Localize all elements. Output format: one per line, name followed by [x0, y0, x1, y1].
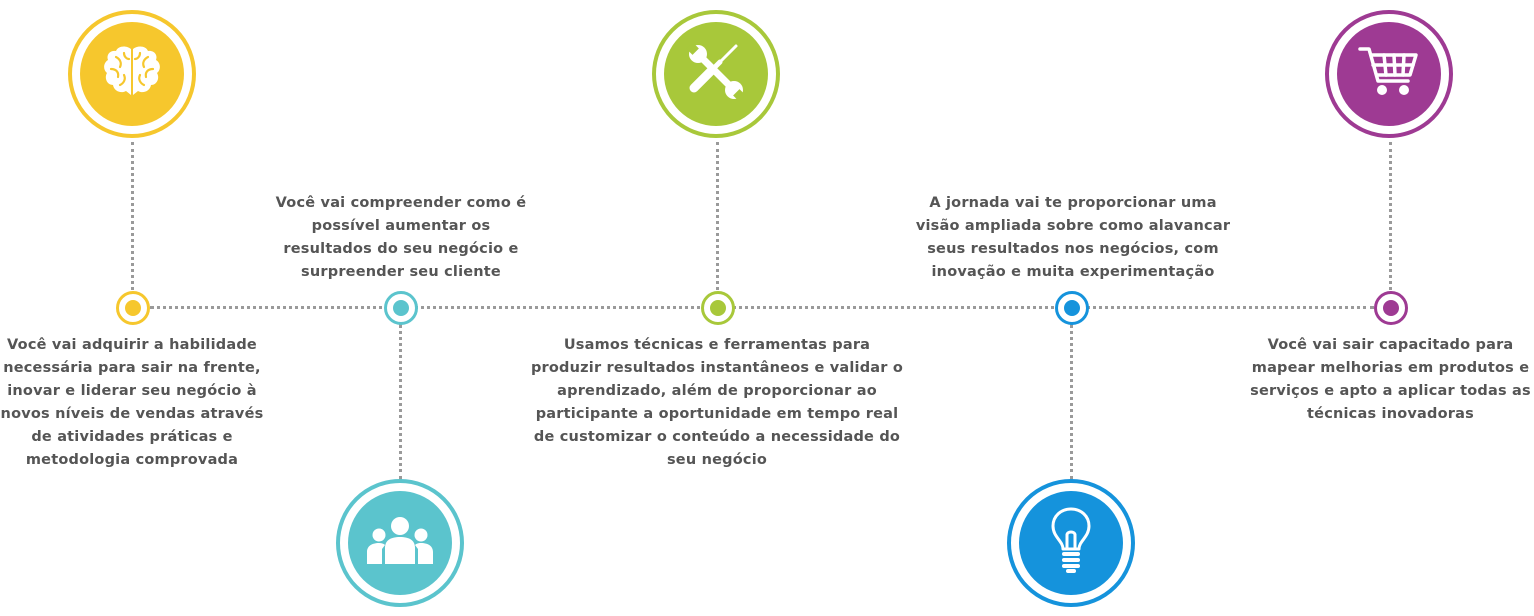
timeline-node-4: [1055, 291, 1089, 325]
timeline-node-2: [384, 291, 418, 325]
step-5-badge: [1325, 10, 1453, 138]
connector-step-5: [1389, 142, 1392, 290]
connector-step-1: [131, 142, 134, 290]
step-2-description: Você vai compreender como é possível aum…: [275, 195, 527, 280]
step-5-description: Você vai sair capacitado para mapear mel…: [1250, 337, 1531, 422]
tools-icon: [686, 42, 746, 106]
connector-step-3: [716, 142, 719, 290]
connector-step-4: [1070, 324, 1073, 480]
connector-step-2: [399, 324, 402, 480]
step-4-description: A jornada vai te proporcionar uma visão …: [915, 195, 1231, 280]
timeline-node-3: [701, 291, 735, 325]
step-3-description: Usamos técnicas e ferramentas para produ…: [530, 337, 904, 468]
timeline-node-5: [1374, 291, 1408, 325]
shopping-cart-icon: [1358, 45, 1420, 103]
brain-icon: [102, 45, 162, 103]
step-3-badge: [652, 10, 780, 138]
step-1-description: Você vai adquirir a habilidade necessári…: [0, 337, 264, 468]
step-4-badge: [1007, 479, 1135, 607]
timeline-node-1: [116, 291, 150, 325]
step-2-badge: [336, 479, 464, 607]
lightbulb-icon: [1049, 507, 1093, 579]
timeline-horizontal-line: [150, 306, 1374, 309]
people-group-icon: [365, 516, 435, 570]
step-1-badge: [68, 10, 196, 138]
